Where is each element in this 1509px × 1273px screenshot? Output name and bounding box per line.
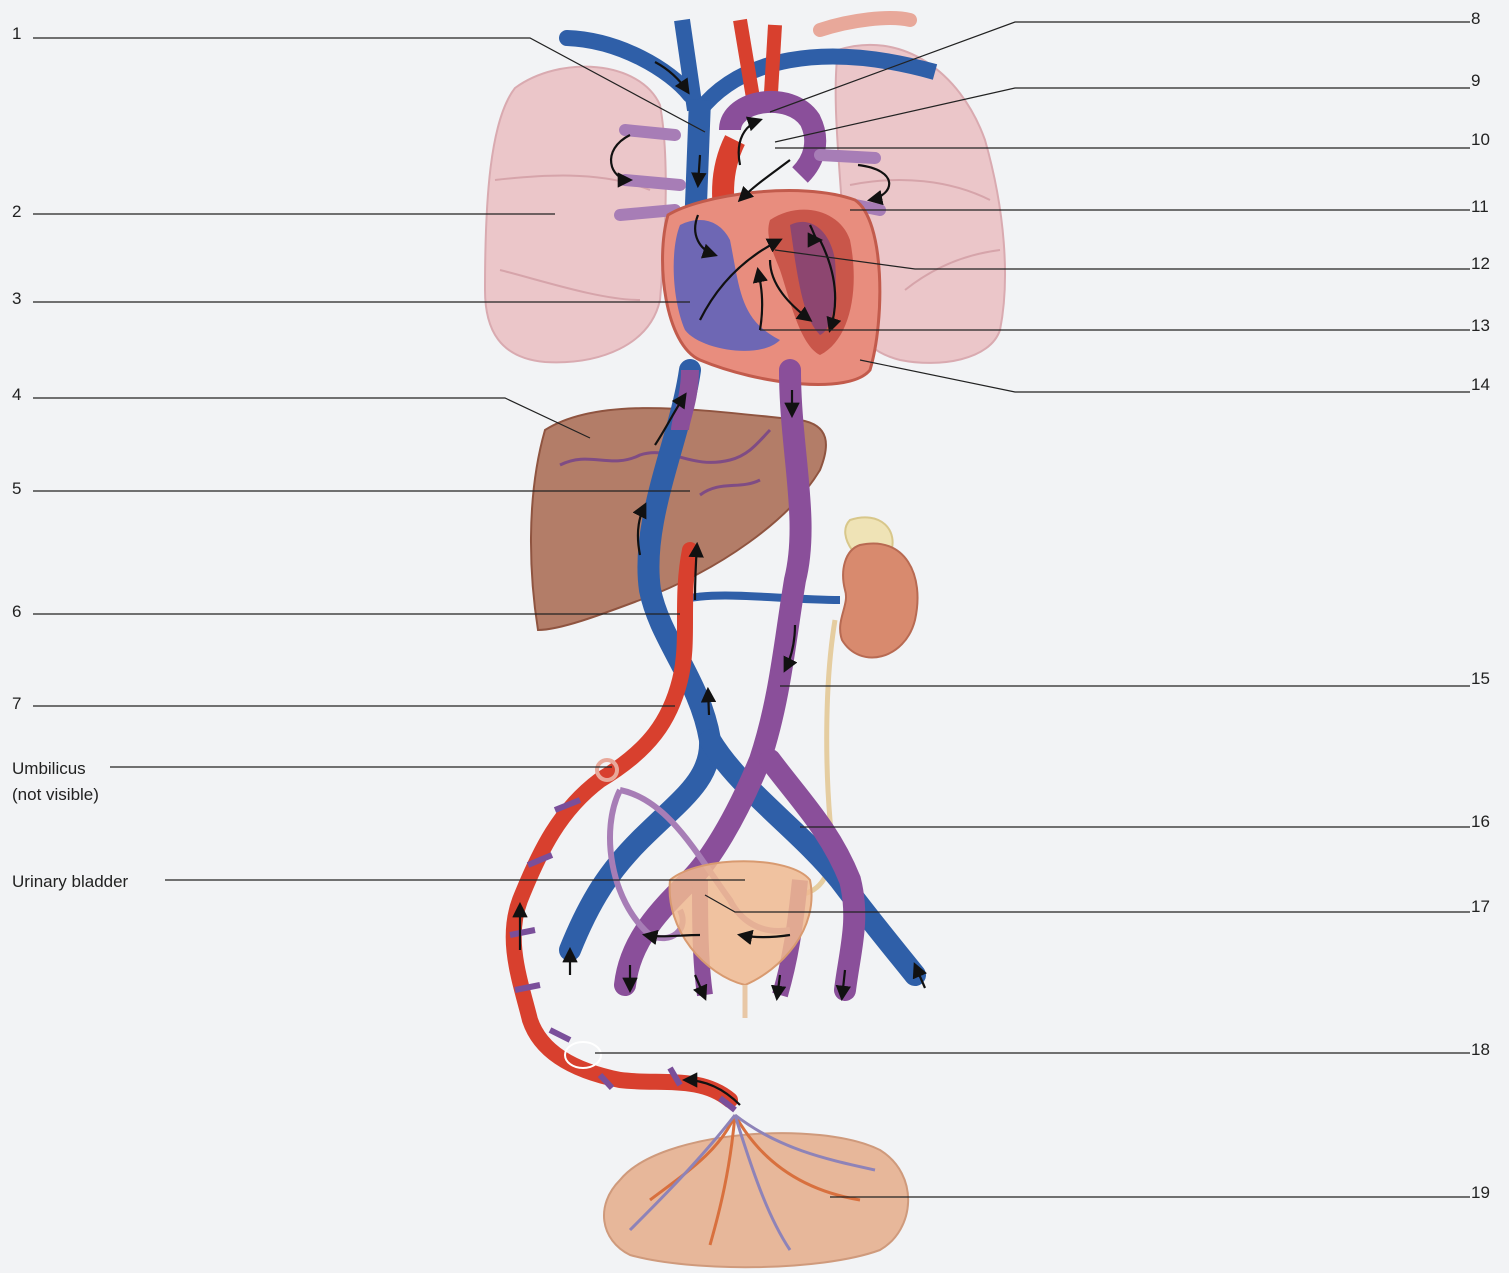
label-8: 8 [1471, 9, 1480, 29]
urinary-bladder [670, 861, 812, 1018]
umbilical-vein [514, 550, 730, 1100]
label-16: 16 [1471, 812, 1490, 832]
placenta [604, 1115, 908, 1267]
label-6: 6 [12, 602, 21, 622]
label-14: 14 [1471, 375, 1490, 395]
label-5: 5 [12, 479, 21, 499]
label-1: 1 [12, 24, 21, 44]
label-17: 17 [1471, 897, 1490, 917]
label-19: 19 [1471, 1183, 1490, 1203]
label-umbilicus: Umbilicus [12, 759, 86, 779]
label-4: 4 [12, 385, 21, 405]
label-10: 10 [1471, 130, 1490, 150]
label-11: 11 [1471, 197, 1489, 217]
label-13: 13 [1471, 316, 1490, 336]
label-umbilicus-note: (not visible) [12, 785, 99, 805]
label-18: 18 [1471, 1040, 1490, 1060]
label-2: 2 [12, 202, 21, 222]
label-3: 3 [12, 289, 21, 309]
label-9: 9 [1471, 71, 1480, 91]
label-urinary-bladder: Urinary bladder [12, 872, 128, 892]
label-12: 12 [1471, 254, 1490, 274]
heart [663, 191, 880, 385]
label-15: 15 [1471, 669, 1490, 689]
label-7: 7 [12, 694, 21, 714]
